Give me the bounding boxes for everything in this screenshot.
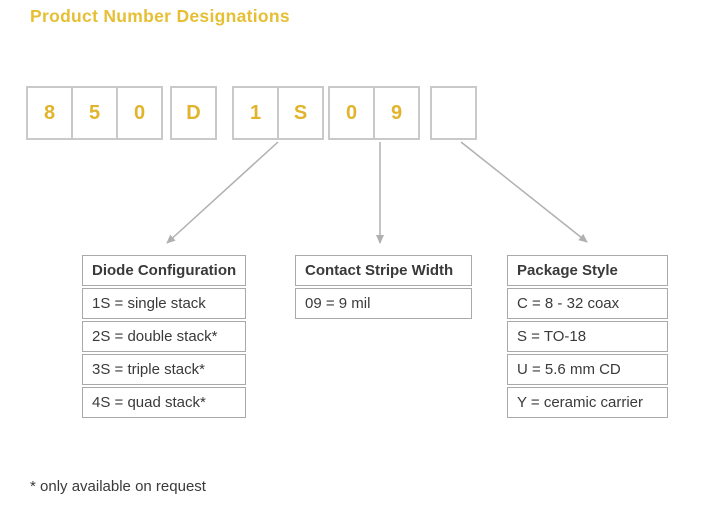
code-char-box-empty: [430, 86, 477, 140]
code-char-box: 5: [71, 86, 118, 140]
page-title: Product Number Designations: [30, 6, 290, 26]
table-row: 1S = single stack: [82, 288, 246, 319]
code-group-empty: [430, 86, 477, 140]
table-row: 4S = quad stack*: [82, 387, 246, 418]
code-char-box: D: [170, 86, 217, 140]
table-row: Y = ceramic carrier: [507, 387, 668, 418]
code-group-1s: 1 S: [232, 86, 324, 140]
product-code-row: 8 5 0 D 1 S 0 9: [26, 86, 477, 140]
arrow-to-diode-configuration: [166, 141, 279, 244]
table-row: 3S = triple stack*: [82, 354, 246, 385]
table-row: 2S = double stack*: [82, 321, 246, 352]
diode-configuration-table: Diode Configuration 1S = single stack 2S…: [82, 255, 246, 418]
code-char-box: S: [277, 86, 324, 140]
table-header: Contact Stripe Width: [295, 255, 472, 286]
code-group-d: D: [170, 86, 217, 140]
table-row: C = 8 - 32 coax: [507, 288, 668, 319]
code-char-box: 8: [26, 86, 73, 140]
contact-stripe-width-table: Contact Stripe Width 09 = 9 mil: [295, 255, 472, 319]
table-row: 09 = 9 mil: [295, 288, 472, 319]
footnote: * only available on request: [30, 478, 206, 495]
code-char-box: 1: [232, 86, 279, 140]
table-header: Package Style: [507, 255, 668, 286]
arrow-to-package-style: [460, 141, 588, 243]
table-row: S = TO-18: [507, 321, 668, 352]
code-char-box: 0: [328, 86, 375, 140]
table-header: Diode Configuration: [82, 255, 246, 286]
code-group-850: 8 5 0: [26, 86, 163, 140]
table-row: U = 5.6 mm CD: [507, 354, 668, 385]
package-style-table: Package Style C = 8 - 32 coax S = TO-18 …: [507, 255, 668, 418]
code-char-box: 0: [116, 86, 163, 140]
code-char-box: 9: [373, 86, 420, 140]
code-group-09: 0 9: [328, 86, 420, 140]
